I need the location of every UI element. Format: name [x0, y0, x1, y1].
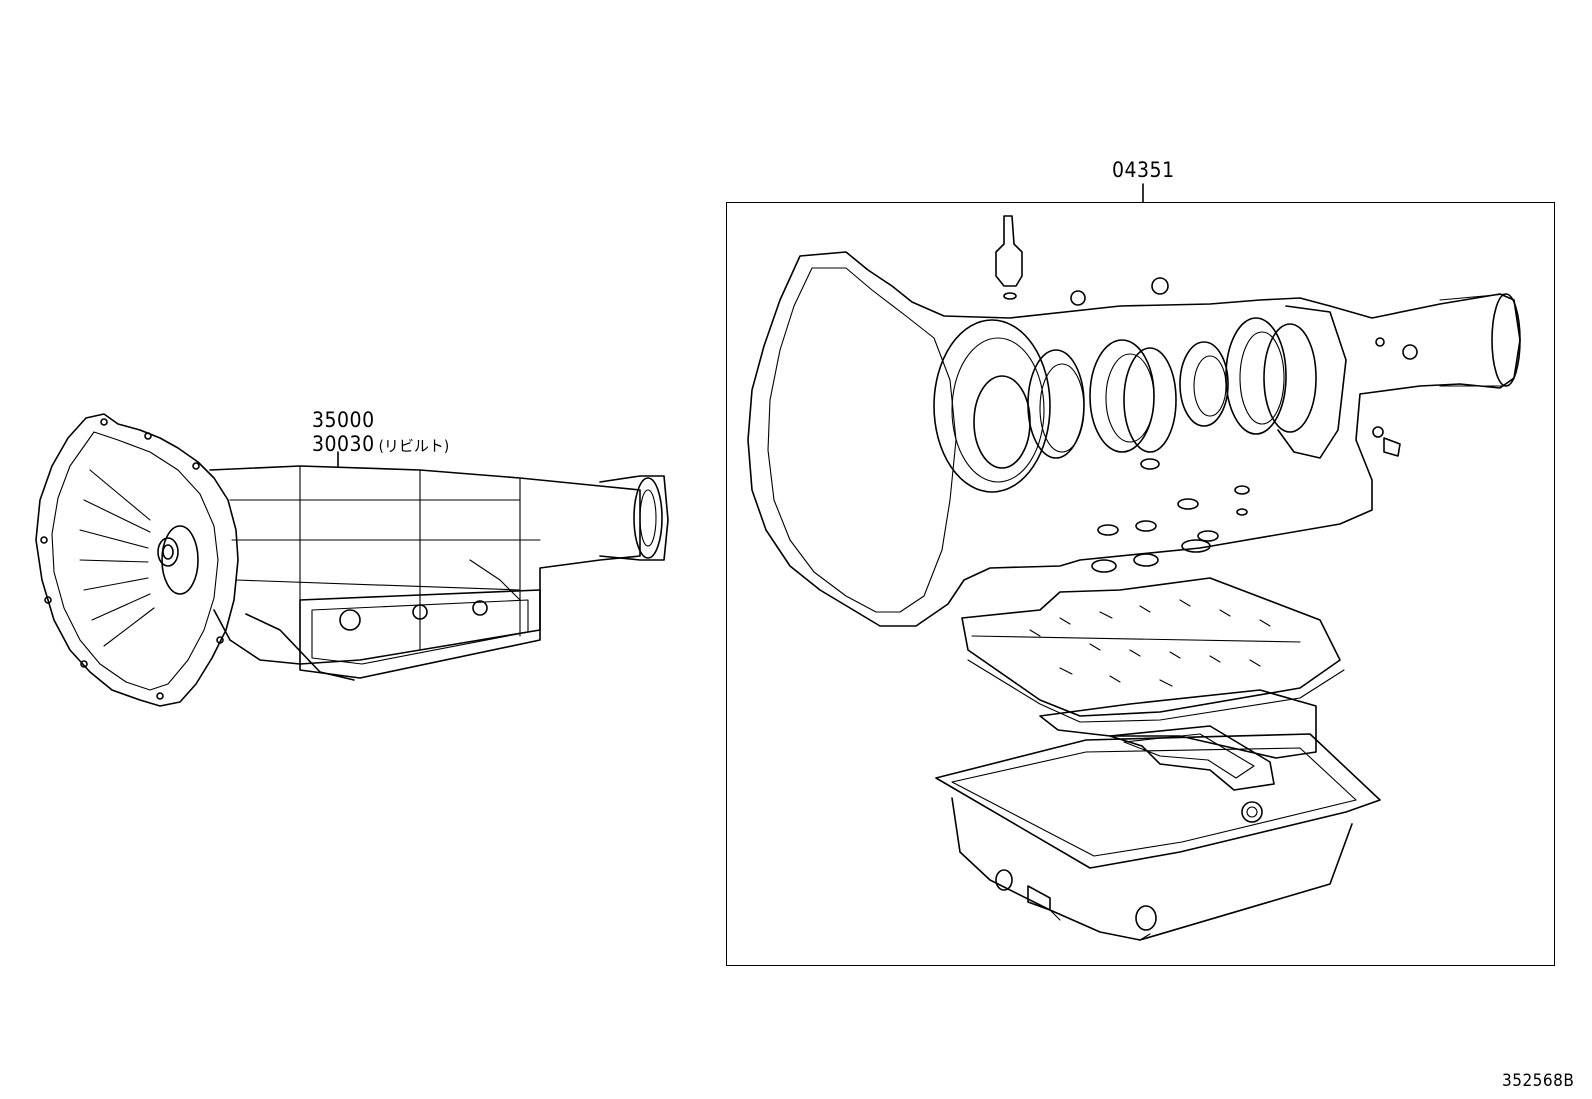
callout-30030-number: 30030 [312, 432, 375, 456]
overhaul-kit-parts-icon[interactable] [747, 215, 1521, 941]
illustration-id: 352568B [1502, 1071, 1575, 1091]
callout-35000[interactable]: 35000 [312, 408, 375, 432]
rebuilt-note: (リビルト) [378, 437, 450, 455]
callout-04351[interactable]: 04351 [1112, 158, 1175, 182]
overhaul-kit-frame [726, 202, 1555, 966]
transmission-assembly-icon[interactable] [35, 413, 669, 707]
leader-lines [337, 183, 1144, 467]
callout-30030[interactable]: 30030(リビルト) [312, 434, 449, 455]
